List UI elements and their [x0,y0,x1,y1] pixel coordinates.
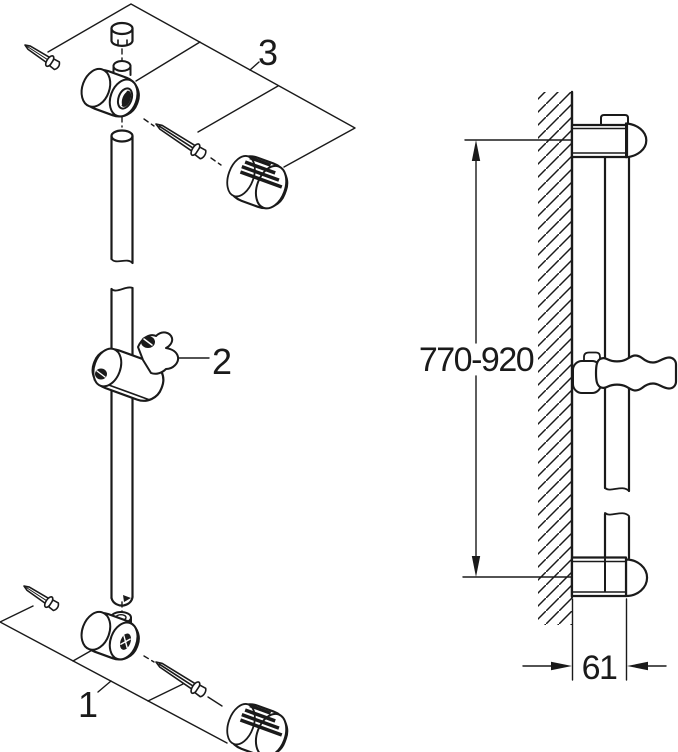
part2-label: 2 [212,341,232,382]
bracket-end-cap [624,122,648,159]
height-range-value: 770-920 [419,341,534,379]
wall-bracket-top-part [80,60,140,118]
mounting-screw-bottom-left [23,585,60,612]
side-view: 770-920 61 [419,90,678,687]
rail-upper-segment [110,129,134,265]
arrow-down-icon [471,556,481,577]
bracket-end-cap-bottom [624,558,649,598]
rail-break-lower [604,512,630,517]
depth-value: 61 [582,649,617,687]
glide-element-side [572,351,678,394]
assembly-axis-dashes [121,48,222,663]
height-dimension [462,139,573,578]
fixing-screw-bottom [155,661,207,698]
end-cap-part [110,21,134,47]
wall-bracket-bottom-part [80,610,140,661]
mounting-screw-top-left [24,44,61,71]
bracket-top-side [570,114,648,159]
rail-end-detail [123,595,131,602]
cover-cap-bottom-part [226,703,289,752]
rail-break-upper [604,487,630,492]
glide-element-part [91,331,210,402]
rail-lower-segment [110,286,134,607]
cover-ribs [239,156,283,189]
rail-side-view [603,155,631,560]
cover-ribs-bottom [239,704,283,737]
arrow-left-icon [627,661,648,671]
exploded-view: 3 2 1 [0,3,356,752]
thumbscrew-tab [583,351,601,362]
bracket-bottom-side [570,556,649,598]
leader-lines-part3 [47,3,356,168]
arrow-right-icon [551,661,572,671]
glide-body [594,354,678,392]
cover-cap-top-part [226,155,289,210]
wall-hatching [538,92,572,625]
arrow-up-icon [471,140,481,161]
depth-dimension [522,598,667,681]
part3-label: 3 [258,32,278,73]
part1-label: 1 [78,684,98,725]
fixing-screw-top [155,123,207,160]
bracket-nub [600,114,629,126]
bracket-boss [112,60,132,76]
